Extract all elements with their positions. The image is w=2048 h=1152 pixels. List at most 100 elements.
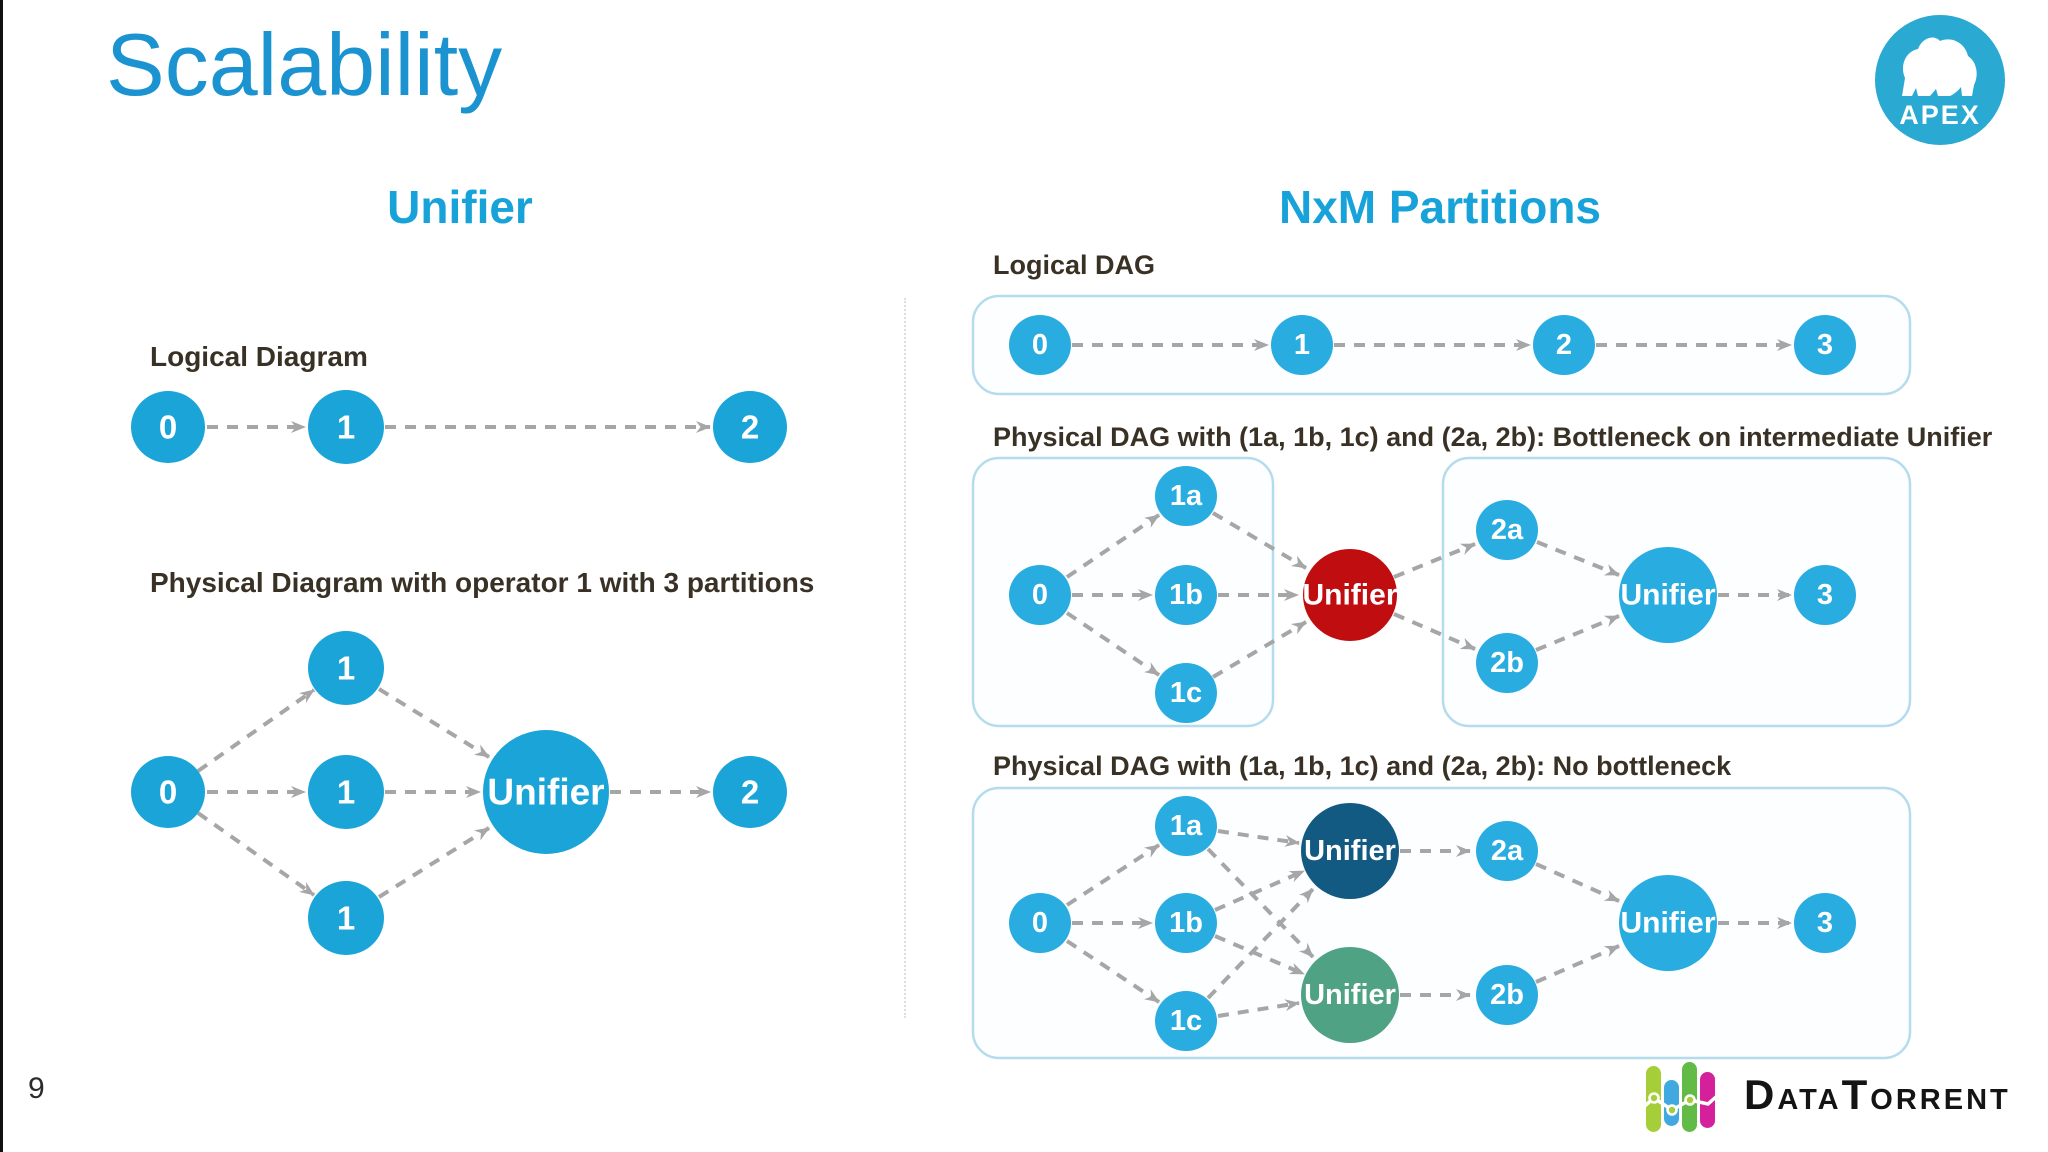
partition-node-1-mid: 1 [308, 755, 384, 829]
edge [1211, 511, 1308, 570]
node-1b: 1b [1155, 565, 1217, 625]
node-2b: 2b [1476, 965, 1538, 1025]
svg-text:1a: 1a [1170, 480, 1203, 512]
right-no-bottleneck-dag: Physical DAG with (1a, 1b, 1c) and (2a, … [971, 751, 1912, 1060]
final-unifier-node: Unifier [1619, 547, 1717, 643]
svg-text:3: 3 [1817, 907, 1833, 939]
edge [1535, 862, 1620, 903]
svg-text:Unifier: Unifier [487, 772, 604, 813]
svg-text:1: 1 [337, 774, 355, 811]
edge [1206, 847, 1315, 959]
node-1: 1 [308, 390, 384, 464]
svg-text:0: 0 [159, 774, 177, 811]
edge [1211, 620, 1308, 679]
svg-text:Unifier: Unifier [1304, 979, 1396, 1011]
edge [1217, 999, 1300, 1018]
right-bottleneck-dag: Physical DAG with (1a, 1b, 1c) and (2a, … [971, 422, 1993, 728]
edge [1217, 829, 1300, 847]
edge [1206, 887, 1315, 1000]
bottleneck-label: Physical DAG with (1a, 1b, 1c) and (2a, … [993, 422, 1993, 452]
svg-text:1c: 1c [1170, 677, 1202, 709]
node-3: 3 [1794, 565, 1856, 625]
svg-text:Unifier: Unifier [1302, 579, 1397, 612]
svg-text:2b: 2b [1490, 647, 1524, 679]
page-title: Scalability [106, 15, 503, 114]
node-1: 1 [1271, 315, 1333, 375]
edge [377, 687, 491, 759]
svg-text:1a: 1a [1170, 810, 1203, 842]
svg-text:0: 0 [1032, 579, 1048, 611]
bottleneck-left-box [971, 456, 1275, 728]
left-edge-bar [0, 0, 3, 1152]
svg-text:2: 2 [741, 774, 759, 811]
node-2b: 2b [1476, 633, 1538, 693]
svg-text:1b: 1b [1169, 579, 1203, 611]
node-2: 2 [713, 391, 787, 463]
svg-text:1c: 1c [1170, 1005, 1202, 1037]
svg-text:Unifier: Unifier [1620, 579, 1715, 612]
left-logical-diagram: Logical Diagram 0 1 2 [131, 341, 787, 464]
datatorrent-logo: DataTorrent [1638, 1058, 2011, 1138]
partition-node-1-bottom: 1 [308, 881, 384, 955]
edge [1214, 869, 1305, 912]
heading-nxm-partitions: NxM Partitions [1278, 181, 1602, 233]
unifier-node-teal: Unifier [1301, 947, 1399, 1043]
edge [196, 811, 316, 897]
heading-unifier: Unifier [387, 181, 533, 233]
right-logical-dag: Logical DAG 0 1 2 3 [971, 250, 1912, 396]
edge [377, 826, 491, 899]
node-1a: 1a [1155, 796, 1217, 856]
no-bottleneck-label: Physical DAG with (1a, 1b, 1c) and (2a, … [993, 751, 1732, 781]
node-0: 0 [1009, 565, 1071, 625]
node-1a: 1a [1155, 466, 1217, 526]
edge [1214, 934, 1305, 976]
svg-text:0: 0 [159, 409, 177, 446]
unifier-node: Unifier [483, 730, 609, 854]
unifier-node-dark: Unifier [1301, 803, 1399, 899]
left-logical-label: Logical Diagram [150, 341, 368, 372]
node-0: 0 [1009, 893, 1071, 953]
apex-logo-label: APEX [1899, 100, 1981, 130]
svg-text:1: 1 [337, 409, 355, 446]
node-1b: 1b [1155, 893, 1217, 953]
edge [1535, 614, 1620, 652]
svg-text:2b: 2b [1490, 979, 1524, 1011]
edge [1535, 944, 1620, 984]
edge [1536, 540, 1620, 577]
final-unifier-node: Unifier [1619, 875, 1717, 971]
node-2: 2 [713, 756, 787, 828]
svg-text:2: 2 [741, 409, 759, 446]
node-2a: 2a [1476, 500, 1538, 560]
node-0: 0 [131, 391, 205, 463]
left-physical-label: Physical Diagram with operator 1 with 3 … [150, 567, 814, 598]
svg-text:2a: 2a [1491, 835, 1524, 867]
partition-node-1-top: 1 [308, 631, 384, 705]
left-physical-diagram: Physical Diagram with operator 1 with 3 … [131, 567, 814, 955]
svg-text:1: 1 [337, 900, 355, 937]
node-0: 0 [131, 756, 205, 828]
no-bottleneck-box [971, 786, 1912, 1060]
edge [196, 688, 316, 773]
svg-text:1: 1 [1294, 329, 1310, 361]
apex-logo: APEX [1875, 15, 2005, 145]
svg-text:1: 1 [337, 650, 355, 687]
node-2: 2 [1533, 315, 1595, 375]
datatorrent-bars-icon [1638, 1062, 1728, 1132]
svg-text:1b: 1b [1169, 907, 1203, 939]
page-number: 9 [28, 1072, 45, 1105]
node-2a: 2a [1476, 821, 1538, 881]
node-0: 0 [1009, 315, 1071, 375]
node-3: 3 [1794, 315, 1856, 375]
svg-text:2a: 2a [1491, 514, 1524, 546]
svg-text:3: 3 [1817, 579, 1833, 611]
edge [1393, 542, 1476, 579]
column-divider [904, 298, 906, 1018]
apex-gorilla-icon [1902, 37, 1977, 96]
svg-text:3: 3 [1817, 329, 1833, 361]
edge [1393, 612, 1476, 651]
datatorrent-wordmark: DataTorrent [1744, 1071, 2011, 1118]
right-logical-label: Logical DAG [993, 250, 1155, 280]
node-1c: 1c [1155, 663, 1217, 723]
